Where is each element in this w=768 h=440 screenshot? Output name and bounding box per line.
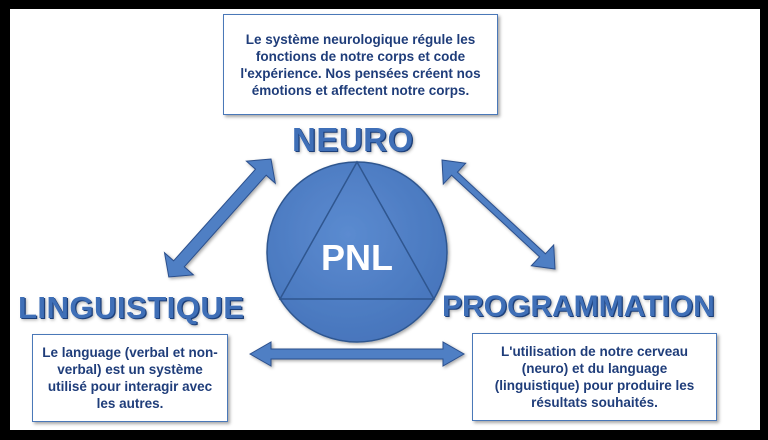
diagram-graphics (163, 158, 556, 367)
neuro-term: NEURO (292, 121, 414, 158)
double-arrow-neuro-linguistique (163, 158, 277, 278)
programmation-description-box: L'utilisation de notre cerveau (neuro) e… (472, 333, 717, 421)
pnl-triangle (278, 160, 436, 300)
double-arrow-linguistique-programmation (248, 341, 466, 367)
linguistique-term: LINGUISTIQUE (18, 290, 245, 325)
pnl-center-label: PNL (321, 237, 393, 278)
neuro-description-text: Le système neurologique régule les fonct… (240, 31, 481, 98)
programmation-term: PROGRAMMATION (442, 290, 715, 323)
double-arrow-neuro-programmation (441, 159, 556, 270)
programmation-description-text: L'utilisation de notre cerveau (neuro) e… (494, 344, 695, 410)
linguistique-description-text: Le language (verbal et non-verbal) est u… (42, 345, 218, 411)
linguistique-description-box: Le language (verbal et non-verbal) est u… (32, 334, 228, 422)
neuro-description-box: Le système neurologique régule les fonct… (223, 14, 498, 115)
diagram-canvas: Le système neurologique régule les fonct… (10, 9, 760, 430)
